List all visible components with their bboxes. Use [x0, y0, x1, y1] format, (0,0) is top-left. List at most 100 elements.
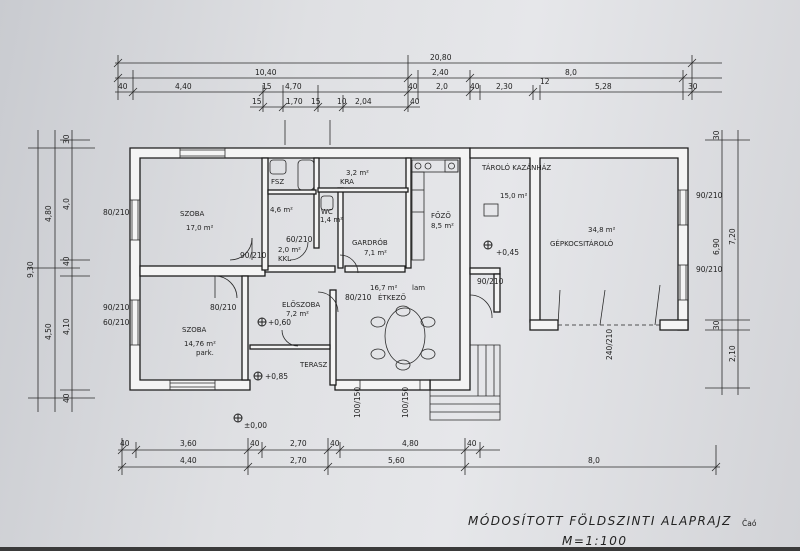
- dim-label: 2,0: [436, 82, 448, 91]
- dim-label: 4,0: [62, 198, 71, 210]
- dim-label: 40: [408, 82, 418, 91]
- wall-horizontal-mid3: [344, 265, 406, 273]
- outer-wall-house: [129, 147, 471, 391]
- dim-label: 2,40: [432, 68, 449, 77]
- dim-label: 40: [470, 82, 480, 91]
- door-size-labels: 90/210 80/210 60/210 80/210 90/210 60/21…: [103, 191, 723, 418]
- door-label: 100/150: [401, 387, 410, 418]
- right-dimensions: [705, 130, 750, 395]
- wall-vertical-4: [405, 157, 412, 269]
- room-name: WC: [321, 208, 333, 216]
- room-note: lam: [412, 284, 425, 292]
- dim-label: 40: [118, 82, 128, 91]
- bathroom-fixtures: [269, 159, 334, 211]
- room-area: 4,6 m²: [270, 206, 293, 214]
- dim-label: 5,60: [388, 456, 405, 465]
- room-area: 1,4 m²: [320, 216, 343, 224]
- kitchen-fixtures: [411, 159, 499, 261]
- room-name: FSZ: [271, 178, 284, 186]
- wall-hall-lower: [241, 275, 249, 381]
- outer-wall-garage: [469, 147, 689, 331]
- dim-label: 4,50: [44, 323, 53, 340]
- dim-label: 2,30: [496, 82, 513, 91]
- dim-label: 40: [62, 393, 71, 403]
- room-name: SZOBA: [180, 210, 205, 218]
- room-name: KRA: [340, 178, 354, 186]
- door-swings: [214, 237, 493, 347]
- dim-label: 4,80: [44, 205, 53, 222]
- room-name: GÉPKOCSITÁROLÓ: [550, 239, 614, 248]
- drawing-scale: M=1:100: [562, 534, 628, 547]
- wall-boiler-room: [469, 267, 501, 275]
- door-label: 90/210: [103, 303, 130, 312]
- door-label: 80/210: [210, 303, 237, 312]
- windows: [130, 148, 688, 390]
- bottom-dimension-labels: 40 3,60 40 2,70 40 4,80 40 4,40 2,70 5,6…: [120, 439, 600, 465]
- dim-label: 4,80: [402, 439, 419, 448]
- left-dimensions: [28, 130, 95, 412]
- dim-label: 40: [410, 97, 420, 106]
- door-label: 90/210: [240, 251, 267, 260]
- wall-boiler-room2: [493, 273, 501, 313]
- staircase: [429, 344, 501, 421]
- dim-label: 2,70: [290, 456, 307, 465]
- dim-label: 40: [467, 439, 477, 448]
- dim-label: 7,20: [728, 228, 737, 245]
- dim-label: 40: [250, 439, 260, 448]
- wall-horizontal-mid2: [264, 265, 336, 273]
- room-labels: SZOBA 17,0 m² FSZ 3,2 m² KRA 4,6 m² 2,0 …: [180, 163, 616, 369]
- dim-label: 2,70: [290, 439, 307, 448]
- dim-label: 10,40: [255, 68, 277, 77]
- door-label: 60/210: [286, 235, 313, 244]
- room-area: 17,0 m²: [186, 224, 214, 232]
- walls: [129, 147, 689, 391]
- bathtub-icon: [297, 159, 315, 191]
- garage-door: [557, 284, 661, 326]
- dim-label: 2,10: [728, 345, 737, 362]
- level-marker-icon: [257, 317, 267, 327]
- right-dimension-labels: 6,90 7,20 30 2,10 30: [712, 130, 737, 362]
- room-area: 15,0 m²: [500, 192, 528, 200]
- dim-label: 4,10: [62, 318, 71, 335]
- wall-garage-front-right: [659, 319, 689, 331]
- dim-label: 15: [311, 97, 321, 106]
- boiler-icon: [483, 203, 499, 217]
- wall-hall-right: [329, 289, 337, 386]
- dim-label: 1,70: [286, 97, 303, 106]
- top-dimension-labels: 20,80 10,40 2,40 8,0 40 4,40 15 4,70 40 …: [118, 53, 698, 106]
- wc-icon: [320, 195, 334, 211]
- room-name: TERASZ: [299, 361, 328, 369]
- door-label: 90/210: [696, 191, 723, 200]
- room-area: 3,2 m²: [346, 169, 369, 177]
- dim-label: 5,28: [595, 82, 612, 91]
- door-label: 80/210: [103, 208, 130, 217]
- room-name: SZOBA: [182, 326, 207, 334]
- dim-label: 4,40: [180, 456, 197, 465]
- drawing-title: MÓDOSÍTOTT FÖLDSZINTI ALAPRAJZ: [468, 512, 732, 528]
- wall-vertical-3: [337, 187, 344, 269]
- room-area: 2,0 m²: [278, 246, 301, 254]
- dim-label: 4,70: [285, 82, 302, 91]
- dim-label: 10: [337, 97, 347, 106]
- bottom-dimensions: [118, 438, 720, 475]
- level-markers: +0,60 +0,85 +0,45 ±0,00: [233, 240, 519, 430]
- left-dimension-labels: 9,30 4,80 4,0 40 4,50 4,10 40 30: [26, 134, 71, 403]
- dim-label: 6,90: [712, 238, 721, 255]
- level-label: +0,85: [265, 372, 288, 381]
- door-label: 100/150: [353, 387, 362, 418]
- dim-label: 15: [262, 82, 272, 91]
- level-marker-icon: [483, 240, 493, 250]
- dim-label: 3,60: [180, 439, 197, 448]
- door-label: 90/210: [477, 277, 504, 286]
- wall-pantry: [317, 187, 409, 193]
- door-label: 60/210: [103, 318, 130, 327]
- dim-label: 40: [330, 439, 340, 448]
- wall-bath-bottom: [267, 189, 317, 195]
- room-area: 16,7 m²: [370, 284, 398, 292]
- level-label: +0,45: [496, 248, 519, 257]
- level-label: ±0,00: [244, 421, 267, 430]
- room-name: ÉTKEZŐ: [378, 293, 407, 302]
- room-name: GARDRÓB: [352, 238, 388, 247]
